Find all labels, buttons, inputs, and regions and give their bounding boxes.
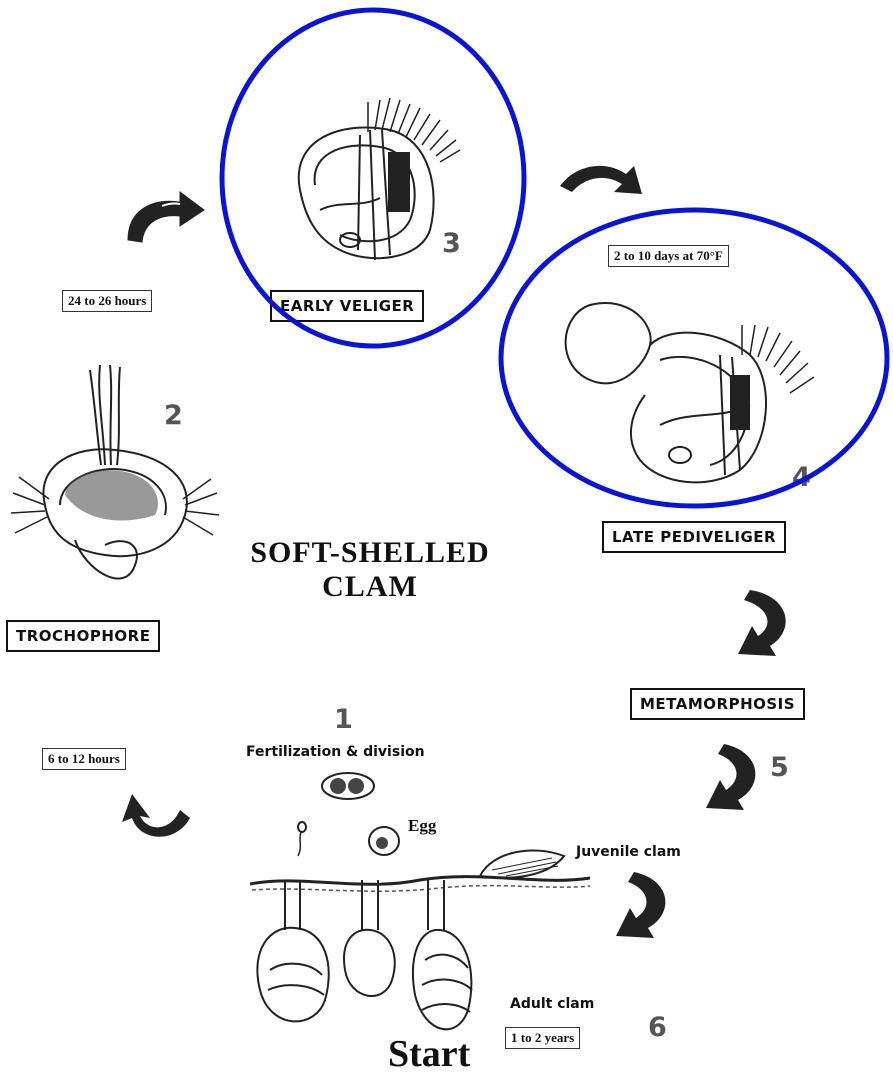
- metamorphosis-label: METAMORPHOSIS: [630, 688, 805, 720]
- duration-24-to-26-hours: 24 to 26 hours: [62, 290, 152, 312]
- sediment-and-adult-clams: [240, 870, 600, 1040]
- duration-1-to-2-years: 1 to 2 years: [505, 1027, 580, 1049]
- highlight-circle-early-veliger: [218, 6, 528, 351]
- arrow-icon-metamorphosis-to-juvenile: [700, 740, 770, 820]
- start-label: Start: [388, 1032, 470, 1076]
- juvenile-clam-label: Juvenile clam: [576, 844, 681, 860]
- trochophore-illustration: [5, 355, 225, 605]
- stage-number-6: 6: [648, 1012, 667, 1043]
- fertilized-egg-icon: [318, 770, 378, 802]
- title-line-2: CLAM: [250, 570, 490, 604]
- arrow-icon-pediveliger-to-metamorphosis: [730, 586, 800, 666]
- stage-number-1: 1: [334, 704, 353, 735]
- stage-number-5: 5: [770, 752, 789, 783]
- arrow-icon-egg-to-trochophore: [116, 788, 196, 848]
- egg-label: Egg: [408, 816, 436, 836]
- diagram-title: SOFT-SHELLED CLAM: [250, 536, 490, 604]
- highlight-circle-late-pediveliger: [498, 206, 891, 516]
- stage-number-2: 2: [164, 400, 183, 431]
- fertilization-label: Fertilization & division: [246, 744, 425, 760]
- egg-icon: [366, 824, 402, 858]
- adult-clam-label: Adult clam: [510, 996, 594, 1012]
- arrow-icon-trochophore-to-early-veliger: [122, 190, 212, 250]
- duration-6-to-12-hours: 6 to 12 hours: [42, 748, 126, 770]
- late-pediveliger-label: LATE PEDIVELIGER: [602, 521, 786, 553]
- trochophore-label: TROCHOPHORE: [6, 620, 160, 652]
- sperm-icon: [290, 820, 310, 860]
- title-line-1: SOFT-SHELLED: [250, 536, 490, 570]
- arrow-icon-juvenile-to-adult: [610, 868, 680, 948]
- arrow-icon-early-to-late-veliger: [556, 160, 652, 204]
